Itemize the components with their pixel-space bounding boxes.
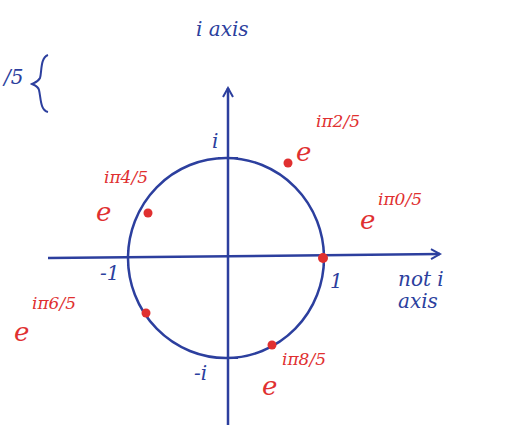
unit-circle (128, 158, 324, 358)
exponent: iπ0/5 (378, 190, 422, 209)
root-dot (144, 209, 153, 218)
exponent: iπ2/5 (316, 112, 360, 131)
exponent: iπ8/5 (282, 350, 326, 369)
root-dot (142, 309, 151, 318)
exponential-base: e (296, 138, 311, 167)
axis-label: i axis (196, 18, 249, 40)
tick-mark (218, 157, 238, 159)
exponent: iπ4/5 (104, 168, 148, 187)
root-dot (268, 341, 277, 350)
axis-label: not i axis (398, 268, 468, 312)
axis-value: i (212, 130, 218, 152)
exponential-base: e (262, 372, 277, 401)
axis-value: -1 (100, 262, 119, 284)
root-dot (318, 253, 328, 263)
tick-mark (127, 250, 129, 266)
axis-value: -i (194, 362, 207, 384)
exponential-base: e (360, 206, 375, 235)
exponential-base: e (96, 198, 111, 227)
exponent: iπ6/5 (32, 294, 76, 313)
axis-value: 1 (330, 270, 343, 292)
brace (32, 55, 48, 112)
real-axis (48, 254, 440, 258)
tick-mark (218, 357, 238, 359)
partial-label: /5 (4, 66, 23, 88)
exponential-base: e (14, 318, 29, 347)
root-dot (284, 159, 293, 168)
